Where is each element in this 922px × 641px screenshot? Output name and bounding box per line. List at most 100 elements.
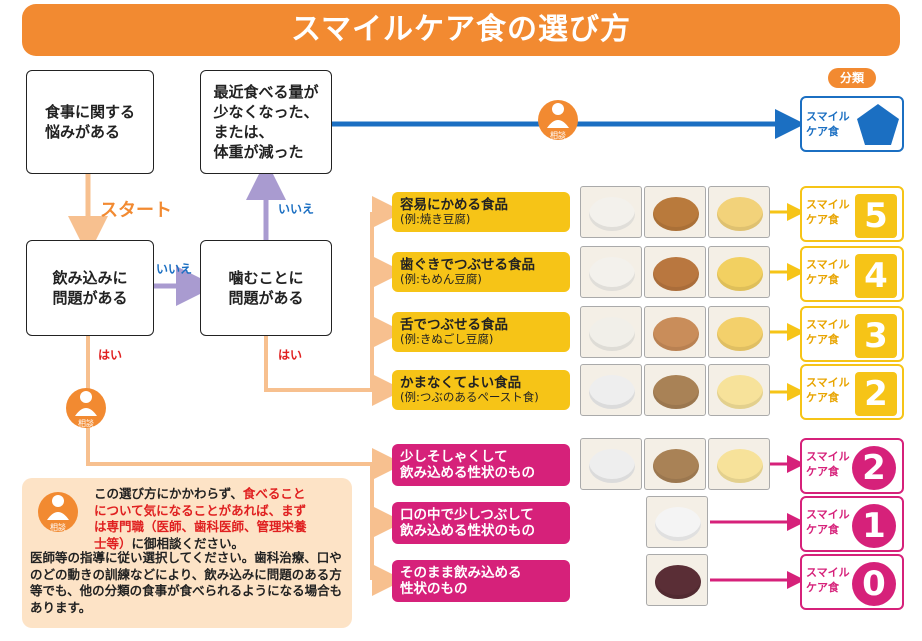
food-bowl-icon [589,375,635,409]
chew-yes-line [264,336,372,392]
box-chew: 噛むことに 問題がある [200,240,332,336]
food-bowl-icon [589,449,635,483]
class-blue-text: スマイル ケア食 [806,110,850,138]
class-number: 2 [855,372,897,416]
class-number: 3 [855,314,897,358]
category-1: 歯ぐきでつぶせる食品(例:もめん豆腐) [392,252,570,292]
svg-text:相談: 相談 [550,130,566,140]
class-text: スマイル ケア食 [806,566,850,594]
no-label-up: いいえ [278,202,315,216]
food-photo [644,186,706,238]
food-photo [580,246,642,298]
consult-icon-note: 相談 [38,486,78,538]
food-bowl-icon [717,449,763,483]
category-example: (例:きぬごし豆腐) [400,332,494,347]
note-text-1b: に御相談ください。 [131,535,245,551]
note-text-2: 医師等の指導に従い選択してください。歯科治療、口やのどの動きの訓練などにより、飲… [30,550,343,615]
class-number: 4 [855,254,897,298]
food-bowl-icon [589,197,635,231]
food-photo [644,438,706,490]
food-photo [580,438,642,490]
food-bowl-icon [655,507,701,541]
start-label: スタート [100,200,172,221]
note-box: 相談 この選び方にかかわらず、食べること について気になることがあれば、まず は… [22,478,352,628]
food-photo [708,246,770,298]
food-bowl-icon [655,565,701,599]
food-photo [580,306,642,358]
food-photo [708,364,770,416]
food-bowl-icon [653,197,699,231]
food-photo [580,364,642,416]
note-text-1-red: 食べること について気になることがあれば、まず は専門職（医師、歯科医師、管理栄… [94,486,307,551]
category-2: 舌でつぶせる食品(例:きぬごし豆腐) [392,312,570,352]
box-swallow: 飲み込みに 問題がある [26,240,154,336]
category-name: 舌でつぶせる食品 [400,317,508,333]
class-text: スマイル ケア食 [806,318,850,346]
food-bowl-icon [653,375,699,409]
food-bowl-icon [653,317,699,351]
class-blue: スマイル ケア食 [800,96,904,152]
class-text: スマイル ケア食 [806,508,850,536]
food-photo [644,306,706,358]
category-example: (例:焼き豆腐) [400,212,471,227]
food-photo [708,438,770,490]
yes-label-swallow: はい [98,348,123,362]
category-name: かまなくてよい食品 [400,375,522,391]
class-number: 5 [855,194,897,238]
category-name: 歯ぐきでつぶせる食品 [400,257,535,273]
food-photo [644,364,706,416]
class-text: スマイル ケア食 [806,450,850,478]
food-bowl-icon [589,257,635,291]
category-name: 口の中で少しつぶして 飲み込める性状のもの [400,506,535,539]
food-bowl-icon [653,449,699,483]
category-name: 容易にかめる食品 [400,197,508,213]
yes-label-chew: はい [278,348,303,362]
category-example: (例:つぶのあるペースト食) [400,390,539,405]
food-bowl-icon [589,317,635,351]
food-bowl-icon [717,375,763,409]
consult-icon-top: 相談 [538,94,578,146]
consult-icon-left: 相談 [66,382,106,434]
food-bowl-icon [717,257,763,291]
category-name: そのまま飲み込める 性状のもの [400,564,522,597]
category-4: 少しそしゃくして 飲み込める性状のもの [392,444,570,486]
note-text-1a: この選び方にかかわらず、 [94,486,243,501]
swallow-yes-line [86,336,372,466]
category-5: 口の中で少しつぶして 飲み込める性状のもの [392,502,570,544]
food-photo [580,186,642,238]
class-number: 0 [852,562,896,606]
category-6: そのまま飲み込める 性状のもの [392,560,570,602]
food-bowl-icon [717,317,763,351]
box-worry: 食事に関する 悩みがある [26,70,154,174]
class-number: 1 [852,504,896,548]
food-photo [708,186,770,238]
class-text: スマイル ケア食 [806,258,850,286]
food-bowl-icon [653,257,699,291]
note-text-1: この選び方にかかわらず、食べること について気になることがあれば、まず は専門職… [94,486,348,552]
category-0: 容易にかめる食品(例:焼き豆腐) [392,192,570,232]
class-number: 2 [852,446,896,490]
svg-text:相談: 相談 [50,522,66,532]
food-photo [644,246,706,298]
food-photo [646,496,708,548]
page-title: スマイルケア食の選び方 [22,4,900,56]
class-text: スマイル ケア食 [806,376,850,404]
category-example: (例:もめん豆腐) [400,272,482,287]
category-3: かまなくてよい食品(例:つぶのあるペースト食) [392,370,570,410]
box-eating-less: 最近食べる量が 少なくなった、 または、 体重が減った [200,70,332,174]
food-photo [646,554,708,606]
pentagon-icon [857,104,899,145]
food-bowl-icon [717,197,763,231]
classification-label: 分類 [828,68,876,88]
svg-text:相談: 相談 [78,418,94,428]
class-text: スマイル ケア食 [806,198,850,226]
no-label-right: いいえ [156,262,193,276]
